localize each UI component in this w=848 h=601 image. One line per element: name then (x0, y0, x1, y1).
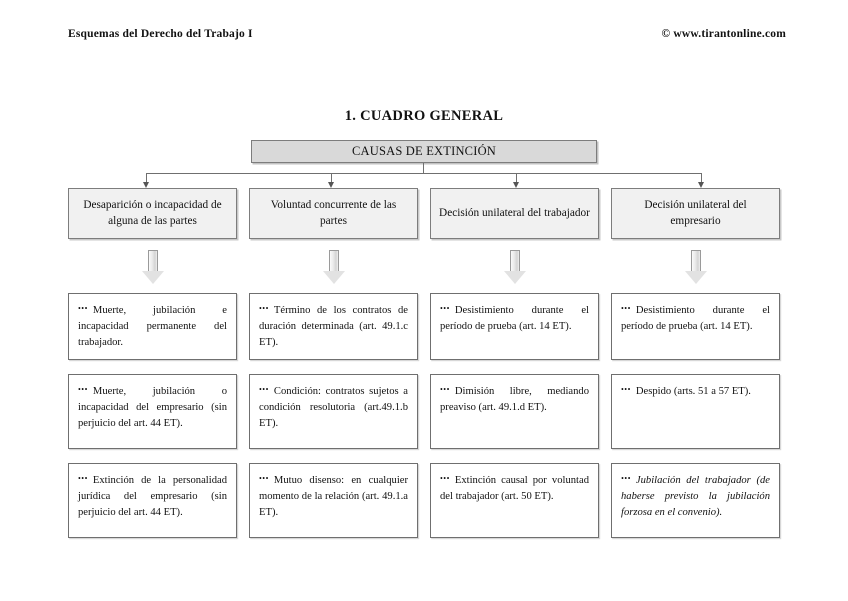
bullet-icon: ••• (78, 385, 88, 394)
bullet-icon: ••• (621, 304, 631, 313)
column-header-label-1: Desaparición o incapacidad de alguna de … (83, 199, 222, 227)
column-header-box-4: Decisión unilateral del empresario (611, 188, 780, 239)
column-header-label-2: Voluntad concurrente de las partes (270, 199, 397, 227)
column-decision-unilateral-empresario: Decisión unilateral del empresario •••De… (611, 188, 780, 552)
root-node-causas-de-extincion: CAUSAS DE EXTINCIÓN (251, 140, 597, 163)
connector-stem (423, 163, 424, 174)
list-item: ••• Despido (arts. 51 a 57 ET). (611, 374, 780, 449)
block-arrow-down-icon-1 (141, 250, 164, 284)
list-item-text: Muerte, jubilación e incapacidad permane… (78, 305, 227, 348)
column-decision-unilateral-trabajador: Decisión unilateral del trabajador •••De… (430, 188, 599, 552)
list-item-text: Extinción causal por voluntad del trabaj… (440, 475, 589, 502)
bullet-icon: ••• (621, 474, 631, 483)
block-arrow-down-icon-4 (684, 250, 707, 284)
block-arrow-down-icon-2 (322, 250, 345, 284)
bullet-icon: ••• (259, 304, 269, 313)
connector-horizontal-bar (146, 173, 702, 174)
list-item: •••Desistimiento durante el período de p… (611, 293, 780, 360)
arrow-down-icon-1 (143, 182, 149, 188)
connector-drop-1 (146, 173, 147, 183)
connector-drop-4 (701, 173, 702, 183)
root-node-label: CAUSAS DE EXTINCIÓN (351, 144, 497, 158)
list-item: •••Extinción de la personalidad jurídica… (68, 463, 237, 538)
bullet-icon: ••• (621, 385, 631, 394)
page-header: Esquemas del Derecho del Trabajo I © www… (68, 28, 786, 46)
connector-drop-3 (516, 173, 517, 183)
arrow-down-icon-2 (328, 182, 334, 188)
bullet-icon: ••• (78, 474, 88, 483)
header-title-left: Esquemas del Derecho del Trabajo I (68, 28, 253, 40)
bullet-icon: ••• (259, 474, 269, 483)
column-header-box-1: Desaparición o incapacidad de alguna de … (68, 188, 237, 239)
list-item-text: Extinción de la personalidad jurídica de… (78, 475, 227, 518)
list-item-text: Muerte, jubilación o incapacidad del emp… (78, 386, 227, 429)
column-voluntad-concurrente: Voluntad concurrente de las partes •••Té… (249, 188, 418, 552)
list-item-text: Jubilación del trabajador (de haberse pr… (621, 475, 770, 518)
block-arrow-down-icon-3 (503, 250, 526, 284)
arrow-down-icon-4 (698, 182, 704, 188)
list-item: •••Mutuo disenso: en cualquier momento d… (249, 463, 418, 538)
bullet-icon: ••• (440, 474, 450, 483)
list-item-text: Término de los contratos de duración det… (259, 305, 408, 348)
bullet-icon: ••• (78, 304, 88, 313)
connector-drop-2 (331, 173, 332, 183)
diagram-columns: Desaparición o incapacidad de alguna de … (68, 188, 780, 552)
list-item: •••Desistimiento durante el período de p… (430, 293, 599, 360)
list-item-text: Desistimiento durante el período de prue… (440, 305, 589, 332)
list-item: •••Dimisión libre, mediando preaviso (ar… (430, 374, 599, 449)
list-item-text: Mutuo disenso: en cualquier momento de l… (259, 475, 408, 518)
list-item-text: Despido (arts. 51 a 57 ET). (635, 386, 751, 397)
list-item: •••Muerte, jubilación o incapacidad del … (68, 374, 237, 449)
page-title: 1. CUADRO GENERAL (344, 108, 504, 124)
list-item-text: Dimisión libre, mediando preaviso (art. … (440, 386, 589, 413)
column-header-label-3: Decisión unilateral del trabajador (439, 206, 590, 219)
arrow-down-icon-3 (513, 182, 519, 188)
header-copyright-right: © www.tirantonline.com (661, 28, 786, 40)
bullet-icon: ••• (440, 304, 450, 313)
column-header-box-3: Decisión unilateral del trabajador (430, 188, 599, 239)
list-item-text: Condición: contratos sujetos a condición… (259, 386, 408, 429)
column-desaparicion-incapacidad: Desaparición o incapacidad de alguna de … (68, 188, 237, 552)
column-header-label-4: Decisión unilateral del empresario (644, 199, 747, 227)
list-item: •••Extinción causal por voluntad del tra… (430, 463, 599, 538)
bullet-icon: ••• (440, 385, 450, 394)
list-item: •••Término de los contratos de duración … (249, 293, 418, 360)
list-item: •••Jubilación del trabajador (de haberse… (611, 463, 780, 538)
bullet-icon: ••• (259, 385, 269, 394)
list-item: •••Muerte, jubilación e incapacidad perm… (68, 293, 237, 360)
column-header-box-2: Voluntad concurrente de las partes (249, 188, 418, 239)
list-item-text: Desistimiento durante el período de prue… (621, 305, 770, 332)
list-item: •••Condición: contratos sujetos a condic… (249, 374, 418, 449)
